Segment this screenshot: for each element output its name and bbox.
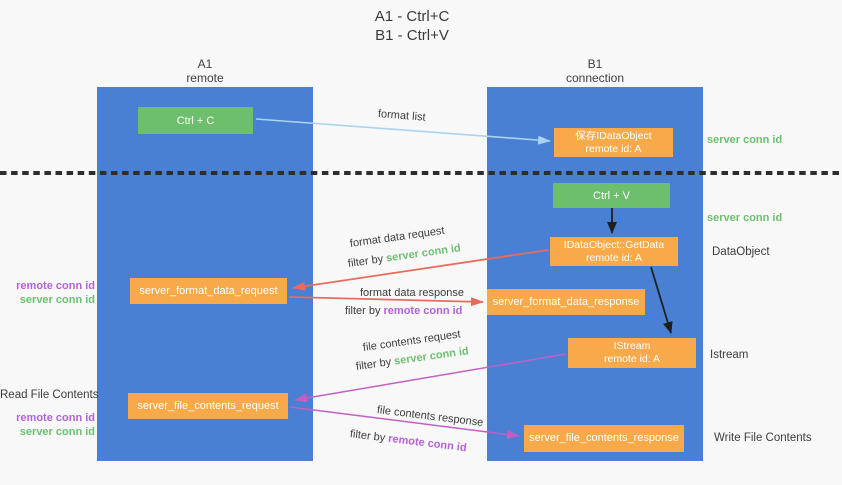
label-conn-ids-left-2: remote conn id server conn id <box>0 411 95 439</box>
remote-conn-id-text: remote conn id <box>16 280 95 292</box>
label-conn-ids-left-1: remote conn id server conn id <box>0 279 95 307</box>
label-file-contents-response: file contents response <box>376 404 484 429</box>
server-conn-id-text: server conn id <box>385 242 462 265</box>
node-server-format-data-response: server_format_data_response <box>487 289 645 315</box>
server-conn-id-text: server conn id <box>393 345 470 368</box>
label-filter-by-remote-1: filter by remote conn id <box>345 305 462 317</box>
filter-by-text: filter by <box>349 428 386 445</box>
filter-by-text: filter by <box>355 356 392 373</box>
label-write-file-contents: Write File Contents <box>714 432 812 444</box>
column-header-b1: B1 connection <box>535 57 655 85</box>
node-server-format-data-response-label: server_format_data_response <box>492 295 640 308</box>
node-idataobject-getdata: IDataObject::GetData remote id: A <box>550 237 678 266</box>
node-istream-line1: IStream <box>613 340 651 352</box>
node-server-format-data-request-label: server_format_data_request <box>139 284 278 297</box>
node-save-idataobject-line1: 保存IDataObject <box>575 129 652 142</box>
label-dataobject: DataObject <box>712 246 770 258</box>
node-save-idataobject-line2: remote id: A <box>585 142 642 155</box>
node-save-idataobject: 保存IDataObject remote id: A <box>554 128 673 157</box>
node-server-file-contents-response: server_file_contents_response <box>524 425 684 452</box>
title-line-b1: B1 - Ctrl+V <box>375 27 449 44</box>
server-conn-id-text: server conn id <box>19 294 95 306</box>
label-format-list: format list <box>377 108 427 124</box>
node-ctrl-c-label: Ctrl + C <box>176 114 215 127</box>
remote-conn-id-text: remote conn id <box>16 412 95 424</box>
column-a1-name: A1 <box>197 57 213 71</box>
column-b1-role: connection <box>565 71 625 85</box>
label-server-conn-id-right-2: server conn id <box>707 212 783 224</box>
server-conn-id-text: server conn id <box>19 426 95 438</box>
column-header-a1: A1 remote <box>145 57 265 85</box>
column-a1-role: remote <box>186 71 224 85</box>
label-filter-by-remote-2: filter by remote conn id <box>349 428 467 454</box>
node-idataobject-getdata-line2: remote id: A <box>585 251 643 264</box>
node-ctrl-c: Ctrl + C <box>138 107 253 134</box>
title-line-a1: A1 - Ctrl+C <box>374 8 450 25</box>
filter-by-text: filter by <box>345 305 381 317</box>
node-istream-line2: remote id: A <box>603 353 661 365</box>
node-istream: IStream remote id: A <box>568 338 696 368</box>
label-istream-side: Istream <box>710 349 749 361</box>
remote-conn-id-text: remote conn id <box>387 432 468 455</box>
node-server-file-contents-response-label: server_file_contents_response <box>529 432 679 444</box>
filter-by-text: filter by <box>347 253 384 270</box>
label-format-data-response: format data response <box>360 287 464 299</box>
node-ctrl-v: Ctrl + V <box>553 183 670 208</box>
node-server-file-contents-request: server_file_contents_request <box>128 393 288 419</box>
node-ctrl-v-label: Ctrl + V <box>593 189 630 202</box>
diagram-title: A1 - Ctrl+C B1 - Ctrl+V <box>312 7 512 45</box>
column-b1-name: B1 <box>587 57 603 71</box>
label-read-file-contents: Read File Contents <box>0 389 99 401</box>
node-server-file-contents-request-label: server_file_contents_request <box>137 399 279 412</box>
label-server-conn-id-right-1: server conn id <box>707 134 783 146</box>
node-server-format-data-request: server_format_data_request <box>130 278 287 304</box>
node-idataobject-getdata-line1: IDataObject::GetData <box>563 238 665 251</box>
remote-conn-id-text: remote conn id <box>383 305 463 317</box>
